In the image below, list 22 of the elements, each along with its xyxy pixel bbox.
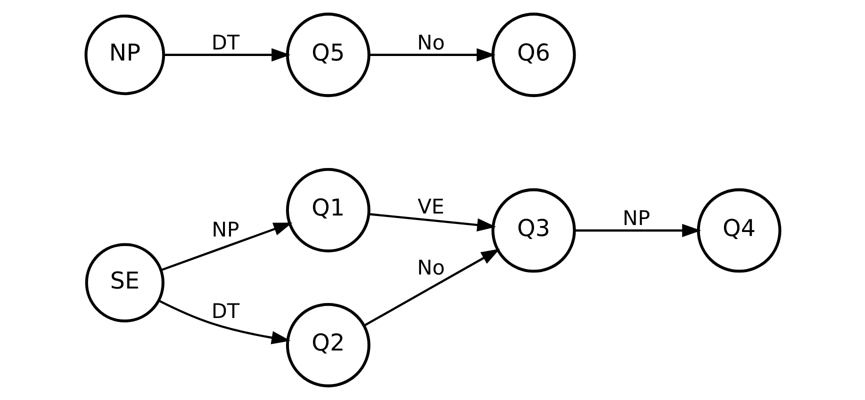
edge-label: NP bbox=[622, 206, 650, 230]
edge-label: No bbox=[416, 30, 444, 54]
edge-label: No bbox=[416, 255, 444, 280]
node-circle: Q6 bbox=[490, 12, 576, 98]
arrow bbox=[160, 222, 292, 272]
node-circle: Q3 bbox=[490, 188, 576, 273]
node-circle: NP bbox=[84, 14, 165, 96]
arrow bbox=[158, 300, 290, 344]
arrow bbox=[368, 213, 496, 232]
arrow bbox=[163, 48, 290, 62]
node-circle: Q2 bbox=[286, 302, 370, 388]
node-circle: Q5 bbox=[286, 12, 370, 98]
arrow bbox=[363, 248, 500, 326]
arrow bbox=[369, 48, 496, 62]
edge-label: NP bbox=[211, 218, 239, 242]
edge-label: DT bbox=[210, 30, 239, 54]
arrow bbox=[574, 224, 701, 238]
edge-label: VE bbox=[417, 194, 444, 218]
edge-label: DT bbox=[210, 298, 239, 323]
node-circle: SE bbox=[84, 243, 164, 322]
node-circle: Q4 bbox=[696, 188, 781, 273]
node-circle: Q1 bbox=[286, 168, 370, 252]
